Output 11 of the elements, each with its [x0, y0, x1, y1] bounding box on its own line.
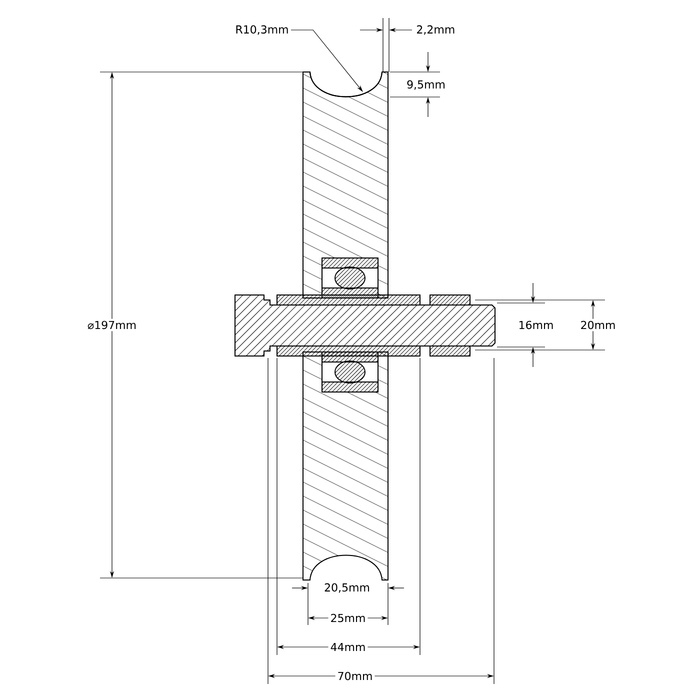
- groove-arc: [310, 72, 382, 98]
- dimension-label: 44mm: [328, 641, 368, 654]
- dimension-label: 25mm: [328, 612, 368, 624]
- dimension-label: 2,2mm: [417, 25, 454, 35]
- dimension-label: 70mm: [335, 670, 375, 682]
- dimension-label: R10,3mm: [236, 25, 288, 35]
- dimension-label: 20,5mm: [322, 581, 372, 595]
- dimension-label: 20mm: [578, 318, 618, 332]
- dimension-label: ⌀197mm: [85, 318, 139, 332]
- dimension-label: 9,5mm: [404, 78, 448, 92]
- dimension-label: 16mm: [520, 320, 553, 330]
